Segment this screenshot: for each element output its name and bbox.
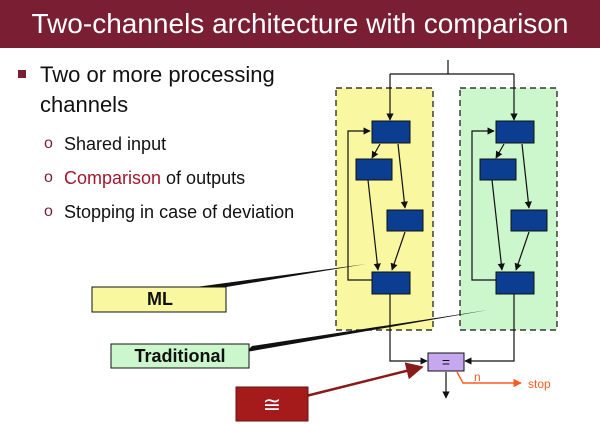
ml-block-input — [371, 120, 411, 144]
ml-channel-arrows — [347, 127, 408, 281]
title-bar: Two-channels architecture with compariso… — [0, 0, 600, 48]
bullet-sub-comparison: o Comparison of outputs — [16, 166, 336, 190]
comparator-box — [427, 352, 465, 372]
traditional-callout-box — [110, 343, 250, 369]
ml-block-right — [386, 209, 424, 232]
approx-callout-pointer — [305, 362, 424, 398]
shared-input-lines — [386, 60, 518, 121]
bullet-sub-highlight: Comparison — [64, 168, 162, 188]
stop-label: stop — [528, 377, 551, 391]
stop-arrow — [456, 371, 522, 388]
approx-callout-box — [235, 386, 309, 422]
traditional-callout-label: Traditional — [134, 346, 225, 366]
traditional-channel-arrows — [471, 127, 532, 281]
bullet-sub-stopping: o Stopping in case of deviation — [16, 200, 336, 224]
traditional-block-input — [495, 120, 535, 144]
ml-callout-label: ML — [147, 289, 173, 309]
bullet-sub-text: Shared input — [64, 134, 167, 154]
ml-block-left — [355, 158, 393, 181]
ml-block-output — [371, 271, 411, 295]
bullet-main-text: Two or more processing channels — [40, 62, 275, 117]
no-label: n — [474, 370, 481, 384]
bullet-sub-shared-input: o Shared input — [16, 132, 336, 156]
ml-callout-pointer — [190, 264, 366, 293]
comparator-input-lines — [389, 294, 515, 399]
traditional-callout-pointer — [246, 310, 488, 352]
traditional-block-output — [495, 271, 535, 295]
bullet-main: Two or more processing channels — [16, 60, 336, 120]
ml-callout-box — [91, 286, 227, 313]
slide-title: Two-channels architecture with compariso… — [31, 8, 569, 39]
approx-callout-symbol: ≅ — [263, 393, 281, 418]
traditional-block-left — [479, 158, 517, 181]
square-bullet-icon — [18, 70, 26, 78]
traditional-block-right — [510, 209, 548, 232]
ring-bullet-icon: o — [44, 203, 53, 220]
ring-bullet-icon: o — [44, 169, 53, 186]
bullet-sub-text: Stopping in case of deviation — [64, 202, 295, 222]
comparator-symbol: = — [442, 354, 450, 370]
bullet-sub-text: of outputs — [161, 168, 246, 188]
ml-processing-blocks — [355, 120, 424, 295]
traditional-processing-blocks — [479, 120, 548, 295]
bullet-list: Two or more processing channels o Shared… — [16, 60, 336, 224]
ring-bullet-icon: o — [44, 135, 53, 152]
